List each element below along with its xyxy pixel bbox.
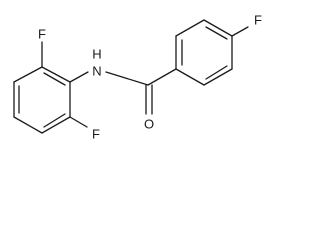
- ring-a-double-2: [43, 113, 66, 128]
- fluorine-label-bottom-left: F: [92, 127, 100, 142]
- nitrogen-label: N: [92, 64, 101, 79]
- fluorine-label-top-left: F: [38, 27, 46, 42]
- amide-hydrogen-label: H: [92, 47, 101, 62]
- aryl-n-bond: [69, 71, 89, 83]
- ring-b-bond-2: [175, 19, 205, 37]
- c-f-bond-bottom-left: [69, 116, 88, 128]
- ring-a-bond-6: [13, 66, 43, 83]
- fluorophenyl-ring: [175, 19, 233, 86]
- n-carbonyl-bond: [105, 71, 149, 86]
- ring-a-bond-4: [13, 116, 43, 134]
- chemical-structure-diagram: F F F N H O: [13, 13, 262, 142]
- difluorophenyl-ring: [13, 66, 71, 134]
- fluorine-label-right: F: [254, 13, 262, 28]
- ring-a-bond-3: [41, 116, 71, 134]
- ring-b-bond-3: [203, 19, 233, 37]
- ring-b-double-2: [205, 26, 228, 40]
- ring-b-double-3: [205, 65, 228, 80]
- ring-a-bond-1: [41, 66, 71, 83]
- c-f-bond-right: [231, 26, 249, 37]
- oxygen-label: O: [144, 117, 154, 132]
- carbonyl-aryl-bond: [147, 68, 177, 86]
- ring-b-bond-5: [203, 68, 233, 86]
- ring-b-bond-6: [175, 68, 205, 86]
- ring-a-double-1: [43, 72, 66, 86]
